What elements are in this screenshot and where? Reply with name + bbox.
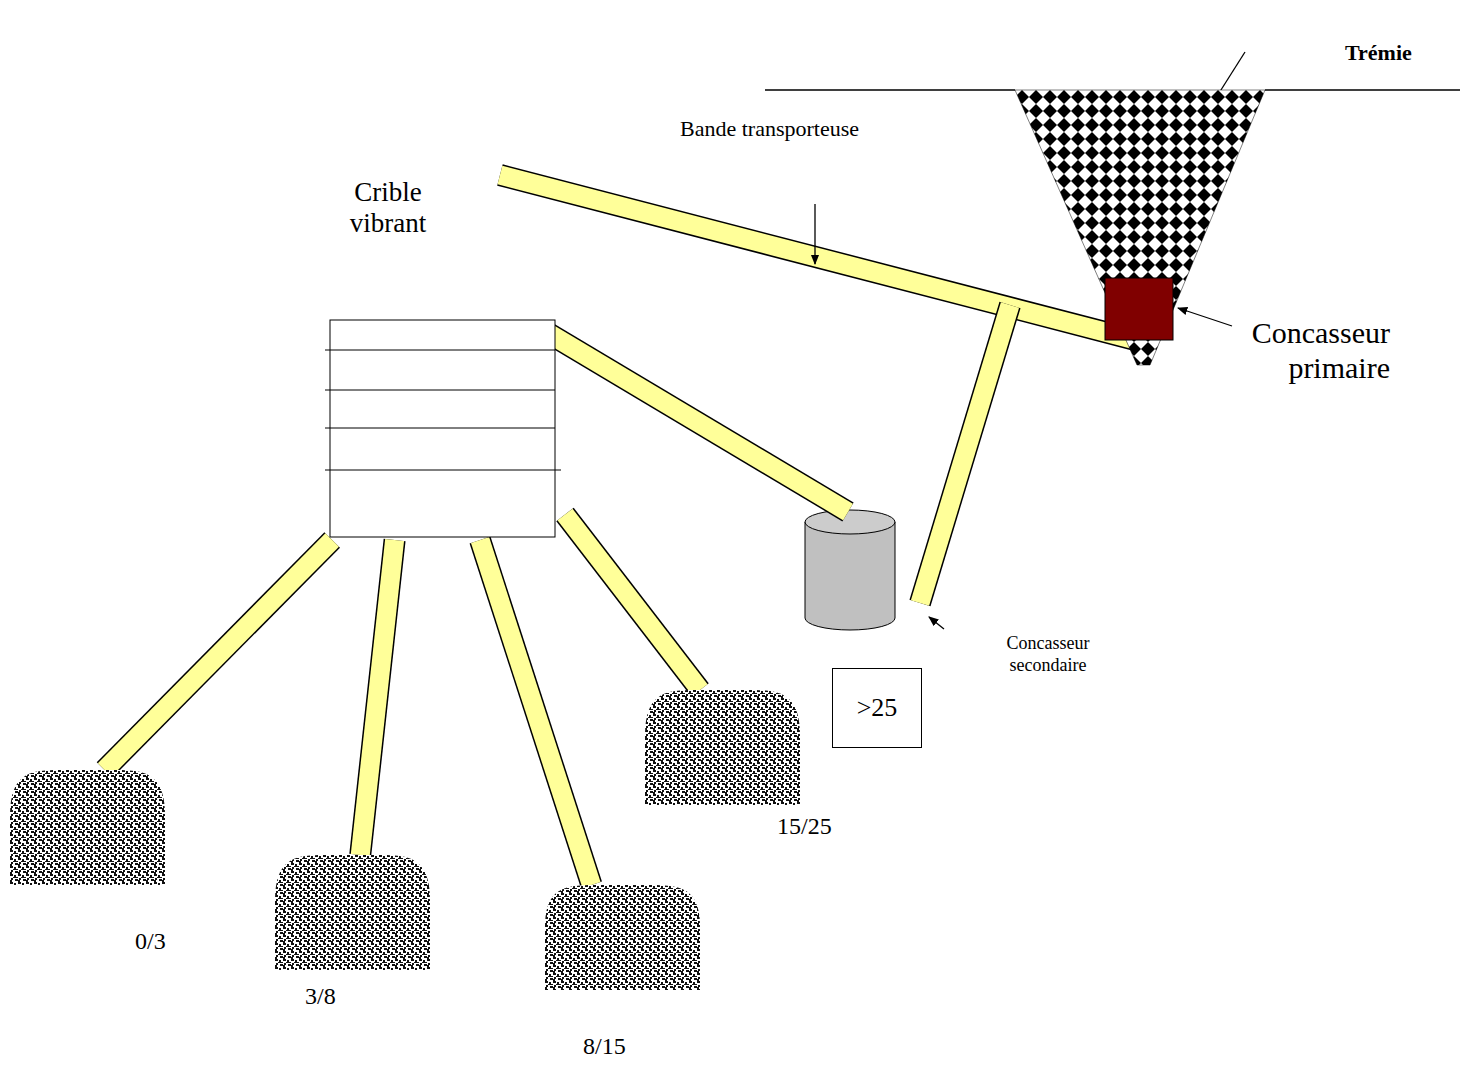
secondary-crusher-body (805, 522, 895, 630)
belt-conveyor-outline (500, 175, 1136, 340)
aggregate-pile: 8/15 (545, 885, 700, 990)
screen-deck (325, 470, 561, 471)
belt-conveyor (105, 540, 333, 770)
primary-crusher: Concasseur primaire (1105, 278, 1173, 340)
belt-conveyor-outline (543, 330, 848, 512)
belt-conveyor-outline (480, 540, 591, 885)
node-label: Concasseur primaire (1230, 316, 1390, 385)
screen-deck (325, 428, 555, 429)
belt-conveyor-surface (105, 540, 333, 770)
part-label: Bande transporteuse (680, 116, 859, 142)
leader-line (929, 617, 944, 629)
leader-line (814, 204, 815, 264)
secondary-crusher-top (805, 510, 895, 534)
aggregate-pile (275, 855, 430, 970)
belt-conveyor-surface (565, 514, 700, 690)
belt-conveyor (920, 305, 1010, 603)
primary-crusher-outline (1105, 278, 1173, 340)
belt-conveyor-outline (565, 514, 700, 690)
node-label: 3/8 (305, 983, 336, 1011)
belt-conveyor (565, 514, 700, 690)
leader-line (1178, 308, 1232, 326)
aggregate-pile: 0/3 (10, 770, 165, 885)
node-label: >25 (857, 693, 898, 723)
aggregate-pile: 15/25 (645, 690, 800, 805)
node-label: 8/15 (583, 1033, 626, 1061)
belt-conveyor (480, 540, 591, 885)
part-label: Concasseur secondaire (978, 633, 1118, 676)
belt-conveyor-surface (500, 175, 1136, 340)
node-label: 15/25 (777, 813, 832, 841)
belt-conveyor (500, 175, 1136, 340)
oversize-box: >25 (832, 668, 922, 748)
vibrating-screen: Crible vibrant (325, 175, 565, 540)
belt-conveyor (543, 330, 848, 512)
aggregate-pile-outline (10, 770, 165, 885)
hopper-shape (1015, 90, 1265, 365)
aggregate-pile (10, 770, 165, 885)
screen-deck (325, 390, 555, 391)
belt-conveyor-outline (920, 305, 1010, 603)
belt-conveyor-outline (360, 540, 394, 855)
node-label: Crible vibrant (333, 177, 443, 239)
aggregate-pile: 3/8 (275, 855, 430, 970)
aggregate-pile (545, 885, 700, 990)
belt-conveyor-surface (480, 540, 591, 885)
node-label: 0/3 (135, 928, 166, 956)
belt-conveyor-outline (105, 540, 333, 770)
belt-conveyor (360, 540, 394, 855)
aggregate-pile-outline (645, 690, 800, 805)
aggregate-pile-outline (545, 885, 700, 990)
aggregate-pile (645, 690, 800, 805)
belt-conveyor-surface (360, 540, 394, 855)
screen-deck (325, 350, 555, 351)
primary-crusher-shape (1105, 278, 1173, 340)
aggregate-pile-outline (275, 855, 430, 970)
node-label: Trémie (1345, 40, 1412, 65)
